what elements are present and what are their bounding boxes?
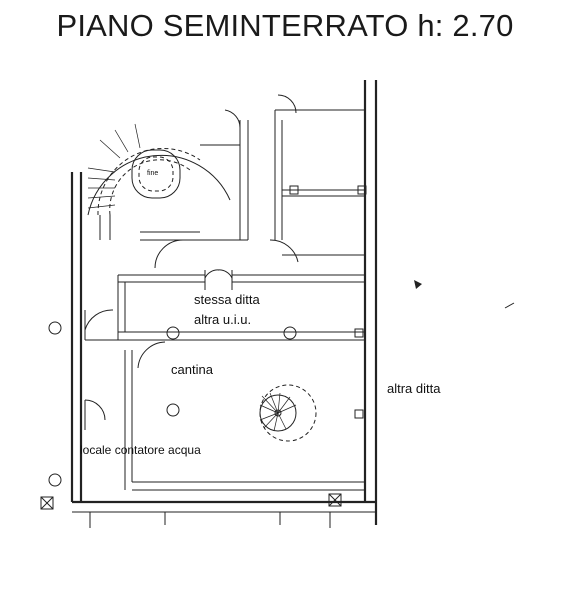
room-label-locale-contatore: locale contatore acqua	[80, 443, 201, 457]
upper-rooms-walls	[140, 109, 367, 256]
ventilation-boxes	[40, 493, 342, 510]
spiral-stair-cantina	[259, 384, 364, 442]
door-swings-top	[154, 94, 299, 290]
scan-marks	[414, 280, 515, 309]
room-label-altra-uiu: altra u.i.u.	[194, 312, 252, 327]
spiral-stair-top	[87, 123, 231, 240]
outer-walls	[70, 80, 378, 528]
column-markers	[48, 321, 180, 487]
room-label-cantina: cantina	[171, 362, 213, 377]
room-label-stessa-ditta: stessa ditta	[194, 292, 260, 307]
plan-title: PIANO SEMINTERRATO h: 2.70	[56, 8, 514, 43]
middle-rooms-walls	[117, 274, 365, 341]
room-label-altra-ditta: altra ditta	[387, 381, 441, 396]
left-corridor	[84, 309, 365, 491]
stair-end-label: fine	[147, 170, 159, 177]
